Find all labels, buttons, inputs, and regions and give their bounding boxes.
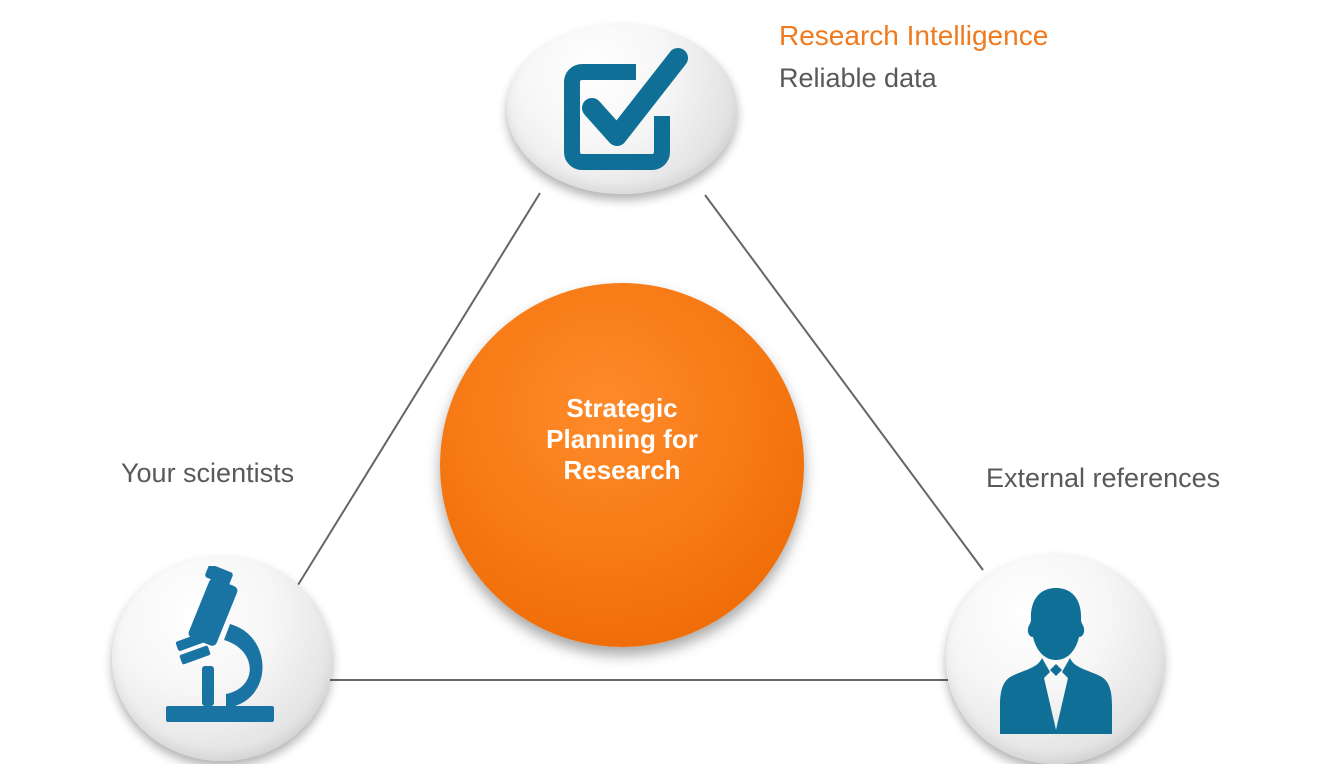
- edge-top-left: [297, 192, 541, 586]
- edge-top-right: [704, 194, 984, 571]
- external-references-label: External references: [986, 463, 1221, 493]
- person-icon: [1000, 588, 1112, 734]
- your-scientists-label: Your scientists: [121, 458, 295, 488]
- strategic-planning-circle: Strategic Planning for Research: [440, 283, 804, 647]
- your-scientists-node: [112, 556, 332, 761]
- reliable-data-label: Reliable data: [779, 63, 937, 93]
- research-intelligence-node: [507, 24, 737, 194]
- microscope-icon: [166, 566, 274, 722]
- checkbox-check-icon: [564, 48, 688, 170]
- external-references-node: [946, 554, 1164, 764]
- center-label: Strategic Planning for Research: [546, 393, 698, 485]
- research-intelligence-title: Research Intelligence: [779, 20, 1049, 51]
